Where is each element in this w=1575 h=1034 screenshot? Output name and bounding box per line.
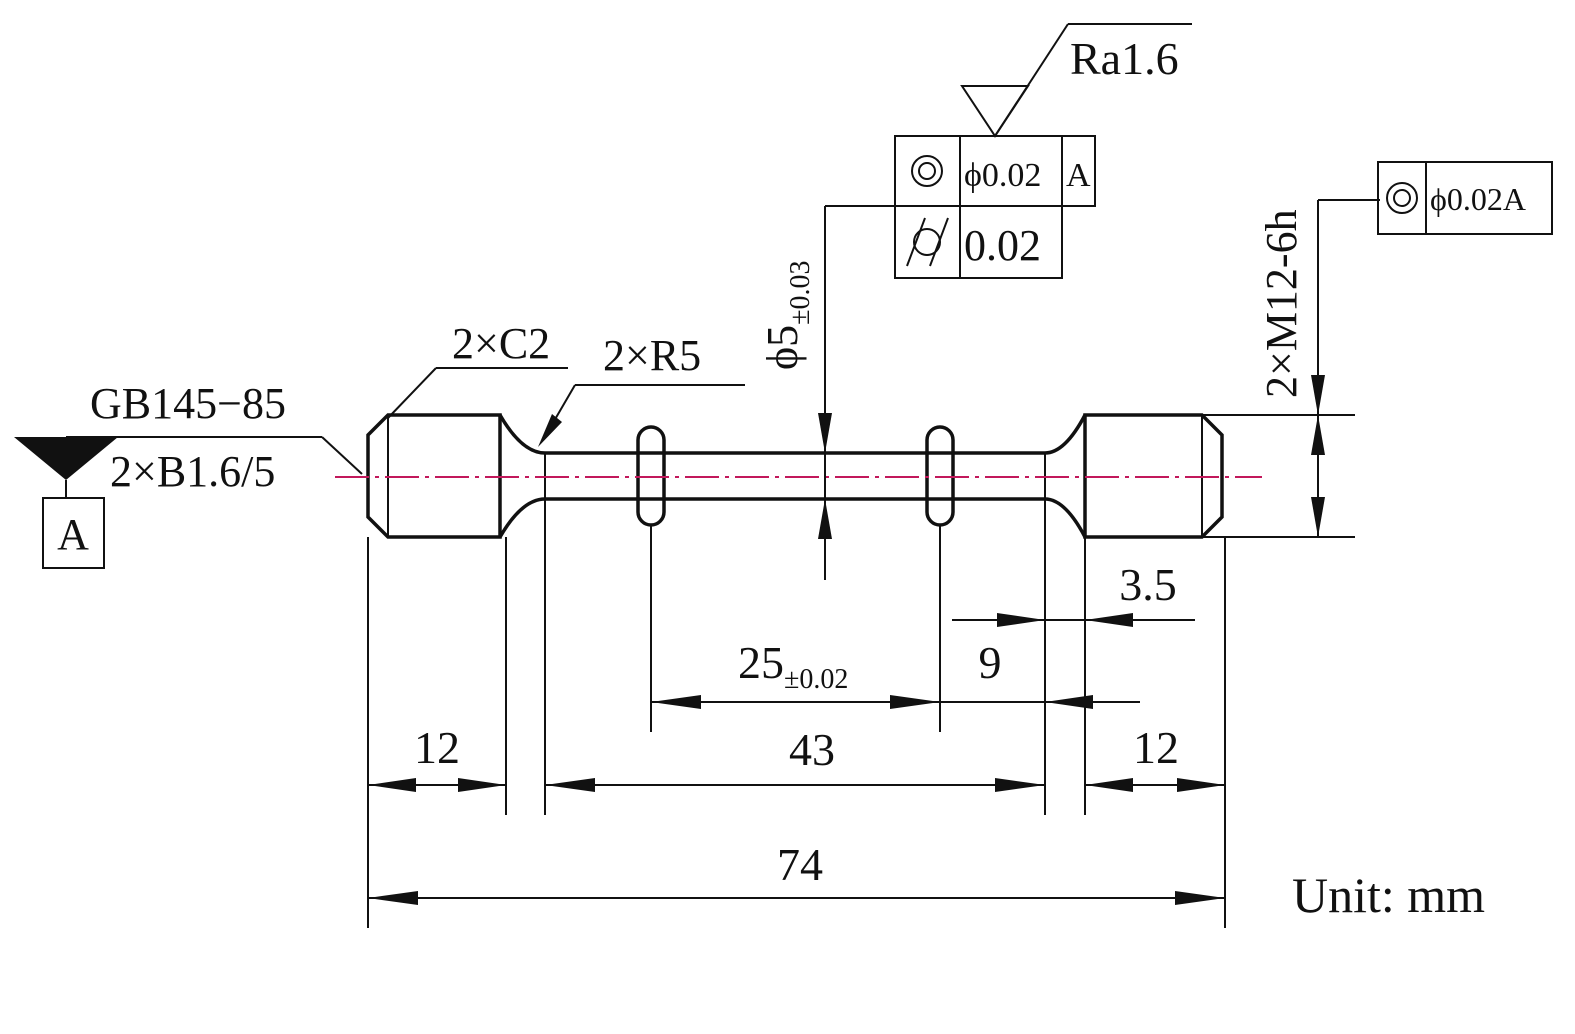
tolerance-datum: A: [1066, 157, 1091, 194]
gauge-diameter-label: ϕ5±0.03: [758, 260, 816, 370]
dim-74: [368, 891, 1225, 905]
tolerance-frame-right: [1377, 161, 1553, 235]
dim-43: [545, 778, 1045, 792]
dim-label-25: 25±0.02: [738, 637, 848, 695]
svg-text:ϕ5±0.03: ϕ5±0.03: [758, 260, 816, 370]
dim-label-9: 9: [979, 637, 1002, 688]
dim-9-3-5: [952, 613, 1195, 627]
dim-25: [651, 695, 1140, 709]
cylindricity-icon: [906, 217, 949, 267]
thread-spec-label: 2×M12-6h: [1257, 209, 1306, 398]
center-hole-standard: GB145−85: [90, 379, 286, 428]
tolerance-frame-center: [894, 135, 1096, 279]
extension-lines: [367, 414, 1355, 928]
roughness-label: Ra1.6: [1070, 33, 1179, 84]
dim-thread-diameter: [1311, 199, 1380, 537]
tolerance-value-concentricity: ϕ0.02: [964, 157, 1041, 194]
center-hole-spec: 2×B1.6/5: [110, 447, 275, 496]
datum-label: A: [57, 510, 89, 559]
svg-text:2×M12-6h: 2×M12-6h: [1257, 209, 1306, 398]
concentricity-icon: [1386, 182, 1418, 214]
fillet-label: 2×R5: [603, 331, 701, 380]
dim-gauge-diameter: [818, 205, 895, 580]
tolerance-value-right: ϕ0.02A: [1430, 181, 1526, 217]
dim-12-right: [1085, 778, 1225, 792]
dim-label-3-5: 3.5: [1119, 559, 1177, 610]
dim-label-12-left: 12: [414, 722, 460, 773]
dim-label-43: 43: [789, 724, 835, 775]
unit-label: Unit: mm: [1292, 867, 1485, 923]
dim-12-left: [368, 778, 506, 792]
datum-symbol-icon: [14, 437, 118, 569]
chamfer-label: 2×C2: [452, 319, 550, 368]
dim-label-74: 74: [777, 839, 823, 890]
concentricity-icon: [911, 155, 943, 187]
roughness-symbol-icon: [960, 85, 1030, 138]
tolerance-value-cylindricity: 0.02: [964, 221, 1041, 270]
dim-label-12-right: 12: [1133, 722, 1179, 773]
